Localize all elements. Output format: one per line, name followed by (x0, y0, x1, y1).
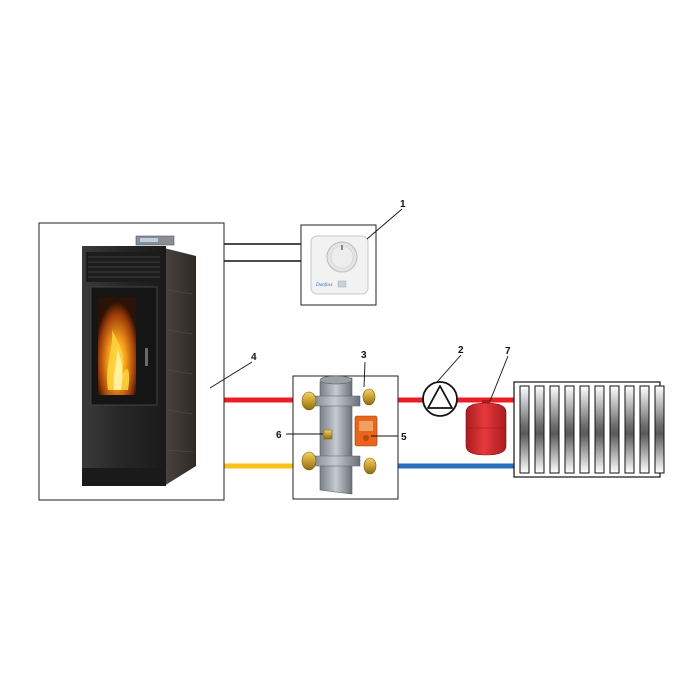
pellet-stove-icon (82, 235, 196, 486)
radiator-fin (594, 385, 605, 474)
radiator-icon (513, 381, 665, 478)
hydraulic-separator-icon (301, 375, 378, 495)
thermostat-brand: Danfoss (315, 283, 332, 288)
callout-leaders (209, 208, 509, 437)
radiator-fin (564, 385, 575, 474)
radiator-fin (534, 385, 545, 474)
radiator-fin (609, 385, 620, 474)
hydraulic-separator (292, 375, 399, 500)
pellet-stove (38, 222, 225, 501)
circulation-pump-icon (422, 381, 458, 417)
callout-labels: 1 2 3 4 5 6 7 (251, 199, 511, 443)
radiator-fin (519, 385, 530, 474)
callout-5: 5 (401, 432, 407, 443)
radiator-fin (579, 385, 590, 474)
room-thermostat-icon: Danfoss (310, 235, 369, 295)
callout-6: 6 (276, 430, 282, 441)
callout-4: 4 (251, 352, 257, 363)
callout-1: 1 (400, 199, 406, 210)
radiator-fin (654, 385, 665, 474)
radiator-fin (639, 385, 650, 474)
radiator-fin (624, 385, 635, 474)
room-thermostat: Danfoss (300, 224, 377, 306)
callout-3: 3 (361, 350, 367, 361)
radiator-fin (549, 385, 560, 474)
expansion-vessel-icon (465, 400, 507, 456)
callout-2: 2 (458, 345, 464, 356)
callout-7: 7 (505, 346, 511, 357)
